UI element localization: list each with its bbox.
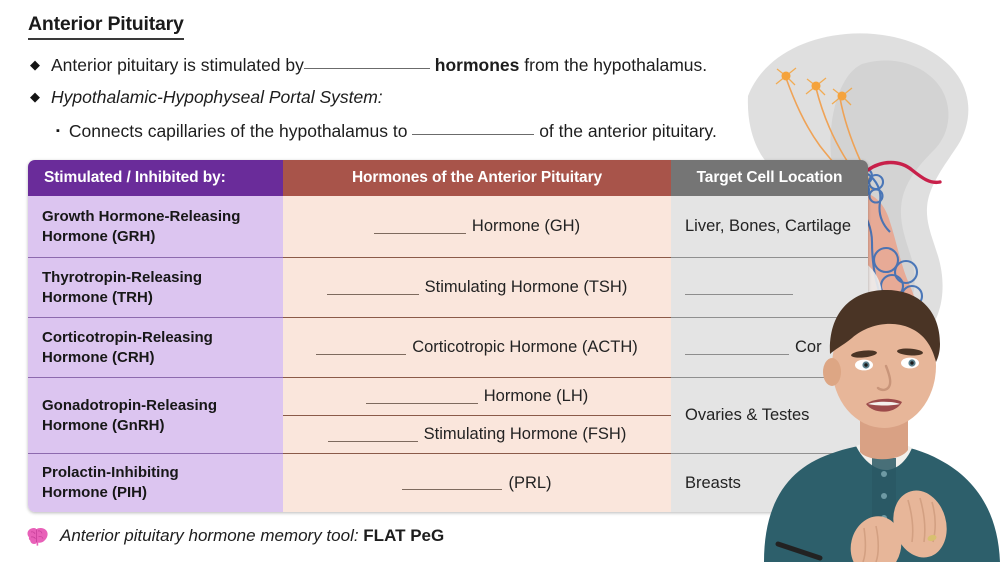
table-header-target-location: Target Cell Location [671,160,868,196]
table-column-stimulators: Growth Hormone-Releasing Hormone (GRH) T… [28,196,283,512]
stimulator-line-1: Corticotropin-Releasing [42,328,213,346]
stimulator-line-1: Growth Hormone-Releasing [42,207,241,225]
stimulator-line-1: Gonadotropin-Releasing [42,396,218,414]
fill-blank-target-acth [685,341,789,355]
bullet-text-3: Connects capillaries of the hypothalamus… [69,118,717,144]
bullet-item-2: ◆ Hypothalamic-Hypophyseal Portal System… [30,84,383,110]
fill-blank-2 [412,120,535,135]
anterior-pituitary-table: Stimulated / Inhibited by: Hormones of t… [28,160,868,512]
table-header-stimulated-by: Stimulated / Inhibited by: [28,160,283,196]
memory-tool-footer: Anterior pituitary hormone memory tool: … [26,526,444,546]
table-row: Corticotropin-Releasing Hormone (CRH) [28,318,283,378]
memory-tool-text: Anterior pituitary hormone memory tool: … [60,526,444,546]
bullet-3-pre: Connects capillaries of the hypothalamus… [68,121,408,141]
table-header-hormones: Hormones of the Anterior Pituitary [283,160,671,196]
target-label-acth: Cor [795,338,822,356]
fill-blank-tsh [326,281,419,295]
hormone-cell-acth: Corticotropic Hormone (ACTH) [283,318,671,378]
stimulator-line-2: Hormone (TRH) [42,288,153,306]
hormone-cell-prl: (PRL) [283,454,671,512]
table-row: Thyrotropin-Releasing Hormone (TRH) [28,258,283,318]
memory-tool-label: Anterior pituitary hormone memory tool [60,526,354,545]
bullet-item-1: ◆ Anterior pituitary is stimulated by ho… [30,52,707,78]
table-header-row: Stimulated / Inhibited by: Hormones of t… [28,160,868,196]
fill-blank-target-tsh [685,281,793,295]
hormone-label-acth: Corticotropic Hormone (ACTH) [412,338,638,356]
bullet-text-1: Anterior pituitary is stimulated by horm… [51,52,707,78]
fill-blank-acth [316,341,407,355]
bullet-item-3: ▪ Connects capillaries of the hypothalam… [56,118,717,144]
hormone-cell-tsh: Stimulating Hormone (TSH) [283,258,671,318]
hormone-label-prl: (PRL) [508,473,552,492]
stimulator-line-2: Hormone (GnRH) [42,416,165,434]
stimulator-line-1: Prolactin-Inhibiting [42,464,179,481]
fill-blank-1 [303,54,430,69]
stimulator-line-2: Hormone (GRH) [42,227,156,245]
target-cell-prl: Breasts [685,473,741,492]
table-row: Gonadotropin-Releasing Hormone (GnRH) [28,378,283,454]
bullet-1-bold: hormones [434,55,520,75]
brain-icon [26,526,50,546]
page-title: Anterior Pituitary [28,13,184,40]
hormone-label-gh: Hormone (GH) [471,217,581,235]
table-row: Prolactin-Inhibiting Hormone (PIH) [28,454,283,512]
square-bullet-icon: ▪ [56,125,60,137]
hormone-label-tsh: Stimulating Hormone (TSH) [424,278,628,296]
bullet-3-post: of the anterior pituitary. [539,121,717,141]
stimulator-line-1: Thyrotropin-Releasing [42,268,203,286]
diamond-bullet-icon: ◆ [30,57,40,72]
target-cell-gnrh: Ovaries & Testes [671,378,868,454]
fill-blank-prl [402,476,503,490]
memory-tool-separator: : [353,526,364,545]
hormone-label-lh: Hormone (LH) [483,387,589,405]
hormone-cell-fsh: Stimulating Hormone (FSH) [283,416,671,454]
memory-tool-mnemonic: FLAT PeG [363,526,445,545]
hormone-cell-lh: Hormone (LH) [283,378,671,416]
target-cell-gh: Liver, Bones, Cartilage [671,196,868,258]
stimulator-line-2: Hormone (PIH) [42,484,147,501]
presenter-video-overlay [760,262,1000,562]
hormone-cell-gh: Hormone (GH) [283,196,671,258]
table-column-hormones: Hormone (GH) Stimulating Hormone (TSH) C… [283,196,671,512]
fill-blank-fsh [327,428,418,442]
target-cell-tsh [671,258,868,318]
table-body: Growth Hormone-Releasing Hormone (GRH) T… [28,196,868,512]
table-row: Growth Hormone-Releasing Hormone (GRH) [28,196,283,258]
diamond-bullet-icon: ◆ [30,89,40,104]
bullet-1-post: from the hypothalamus. [524,55,708,75]
fill-blank-gh [373,220,466,234]
fill-blank-lh [365,390,478,404]
stimulator-line-2: Hormone (CRH) [42,348,155,366]
hormone-label-fsh: Stimulating Hormone (FSH) [423,425,627,443]
bullet-text-2: Hypothalamic-Hypophyseal Portal System: [51,87,383,107]
target-cell-acth: Cor [671,318,868,378]
bullet-1-pre: Anterior pituitary is stimulated by [51,55,304,75]
